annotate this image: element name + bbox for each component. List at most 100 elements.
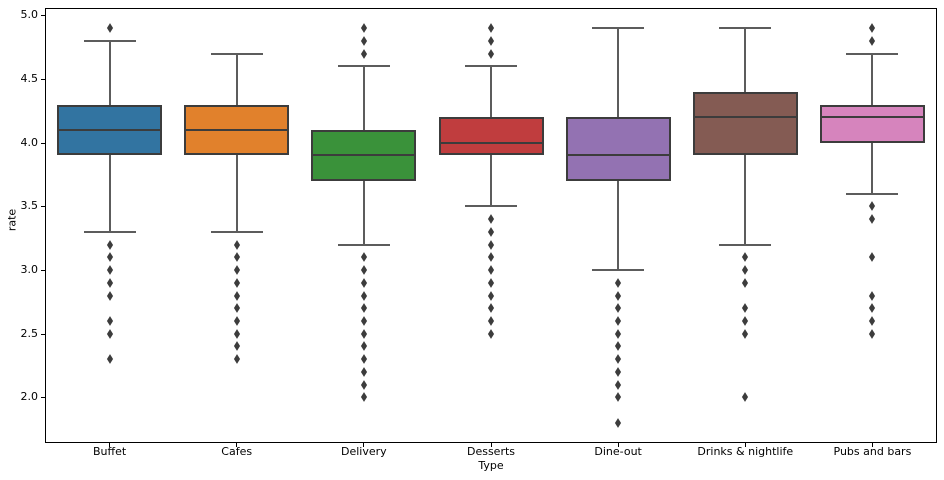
whisker-cap-lower-buffet [83,230,136,233]
flier-dine-out-2.9 [615,277,622,288]
flier-desserts-2.6 [487,316,495,326]
whisker-cap-lower-drinks-nightlife [719,243,772,246]
xtick-mark-cafes [236,443,238,447]
flier-cafes-3.2 [233,239,240,250]
flier-dine-out-2.5 [615,328,622,339]
flier-pubs-and-bars-2.7 [869,303,876,314]
xtick-mark-pubs-and-bars [871,443,873,447]
whisker-upper-dine-out [617,28,620,118]
flier-buffet-3 [106,265,113,275]
ytick-mark-3.5 [41,206,45,208]
flier-dine-out-2.3 [615,354,622,365]
ytick-label-2.0: 2.0 [20,390,39,404]
whisker-cap-lower-delivery [337,243,390,246]
xtick-mark-buffet [109,443,111,447]
box-dine-out [565,117,671,181]
whisker-cap-upper-dine-out [592,27,645,30]
ytick-mark-5.0 [41,15,45,17]
flier-dine-out-2.7 [615,303,622,314]
median-dine-out [565,154,671,157]
y-axis-label: rate [5,208,19,232]
whisker-lower-cafes [235,155,238,232]
flier-cafes-2.7 [233,303,240,314]
flier-drinks-nightlife-2.7 [742,303,749,314]
ytick-mark-4.0 [41,142,45,144]
box-pubs-and-bars [819,104,925,143]
median-buffet [57,128,163,131]
flier-dine-out-2.6 [615,316,622,326]
whisker-cap-lower-dine-out [592,269,645,272]
xtick-label-drinks-nightlife: Drinks & nightlife [697,445,794,458]
flier-buffet-2.6 [106,316,113,326]
median-desserts [438,141,544,144]
ytick-label-2.5: 2.5 [20,326,39,340]
flier-dine-out-2 [615,392,622,403]
flier-pubs-and-bars-2.6 [869,316,876,326]
flier-delivery-3 [360,265,367,275]
flier-desserts-3 [487,265,495,275]
whisker-lower-drinks-nightlife [744,155,747,245]
whisker-cap-upper-cafes [210,52,263,55]
xtick-label-cafes: Cafes [221,445,253,458]
box-desserts [438,117,544,156]
flier-pubs-and-bars-3.5 [869,201,876,212]
flier-buffet-2.8 [106,290,113,301]
flier-delivery-4.7 [360,48,367,59]
flier-desserts-2.7 [487,303,495,314]
whisker-lower-pubs-and-bars [871,142,874,194]
whisker-upper-buffet [108,40,111,105]
xtick-mark-drinks-nightlife [744,443,746,447]
ytick-label-3.5: 3.5 [20,199,39,213]
flier-delivery-2 [360,392,367,403]
flier-desserts-2.5 [487,328,495,339]
flier-pubs-and-bars-2.5 [869,328,876,339]
xtick-label-delivery: Delivery [341,445,387,458]
ytick-mark-2.5 [41,333,45,335]
flier-buffet-4.9 [106,23,113,33]
flier-drinks-nightlife-3.1 [742,252,749,263]
plot-area [45,8,937,443]
flier-pubs-and-bars-4.8 [869,35,876,46]
flier-delivery-2.6 [360,316,367,326]
flier-delivery-2.8 [360,290,367,301]
flier-delivery-3.1 [360,252,367,263]
flier-buffet-2.9 [106,277,113,288]
ytick-mark-2.0 [41,397,45,399]
whisker-cap-upper-drinks-nightlife [719,27,772,30]
flier-pubs-and-bars-4.9 [869,23,876,33]
whisker-cap-upper-buffet [83,39,136,42]
flier-drinks-nightlife-2.5 [742,328,749,339]
xtick-label-buffet: Buffet [92,445,127,458]
flier-buffet-3.2 [106,239,113,250]
median-pubs-and-bars [819,116,925,119]
flier-desserts-2.8 [487,290,495,301]
median-delivery [311,154,417,157]
flier-dine-out-2.8 [615,290,622,301]
xtick-label-dine-out: Dine-out [594,445,642,458]
flier-desserts-3.4 [487,214,495,225]
median-cafes [184,128,290,131]
ytick-label-4.5: 4.5 [20,72,39,86]
xtick-mark-dine-out [617,443,619,447]
whisker-cap-lower-desserts [465,205,517,208]
flier-delivery-2.9 [360,277,367,288]
flier-drinks-nightlife-2 [742,392,749,403]
flier-drinks-nightlife-2.9 [742,277,749,288]
flier-cafes-3 [233,265,240,275]
flier-desserts-3.2 [487,239,495,250]
x-axis-label: Type [478,459,504,472]
flier-delivery-4.8 [360,35,367,46]
flier-delivery-2.2 [360,367,367,377]
whisker-cap-upper-desserts [465,65,517,68]
flier-cafes-2.9 [233,277,240,288]
ytick-mark-3.0 [41,270,45,272]
ytick-mark-4.5 [41,79,45,81]
flier-delivery-2.1 [360,379,367,390]
whisker-cap-upper-pubs-and-bars [846,52,899,55]
flier-cafes-2.5 [233,328,240,339]
median-drinks-nightlife [692,116,798,119]
flier-dine-out-2.4 [615,341,622,352]
whisker-lower-buffet [108,155,111,232]
flier-buffet-3.1 [106,252,113,263]
